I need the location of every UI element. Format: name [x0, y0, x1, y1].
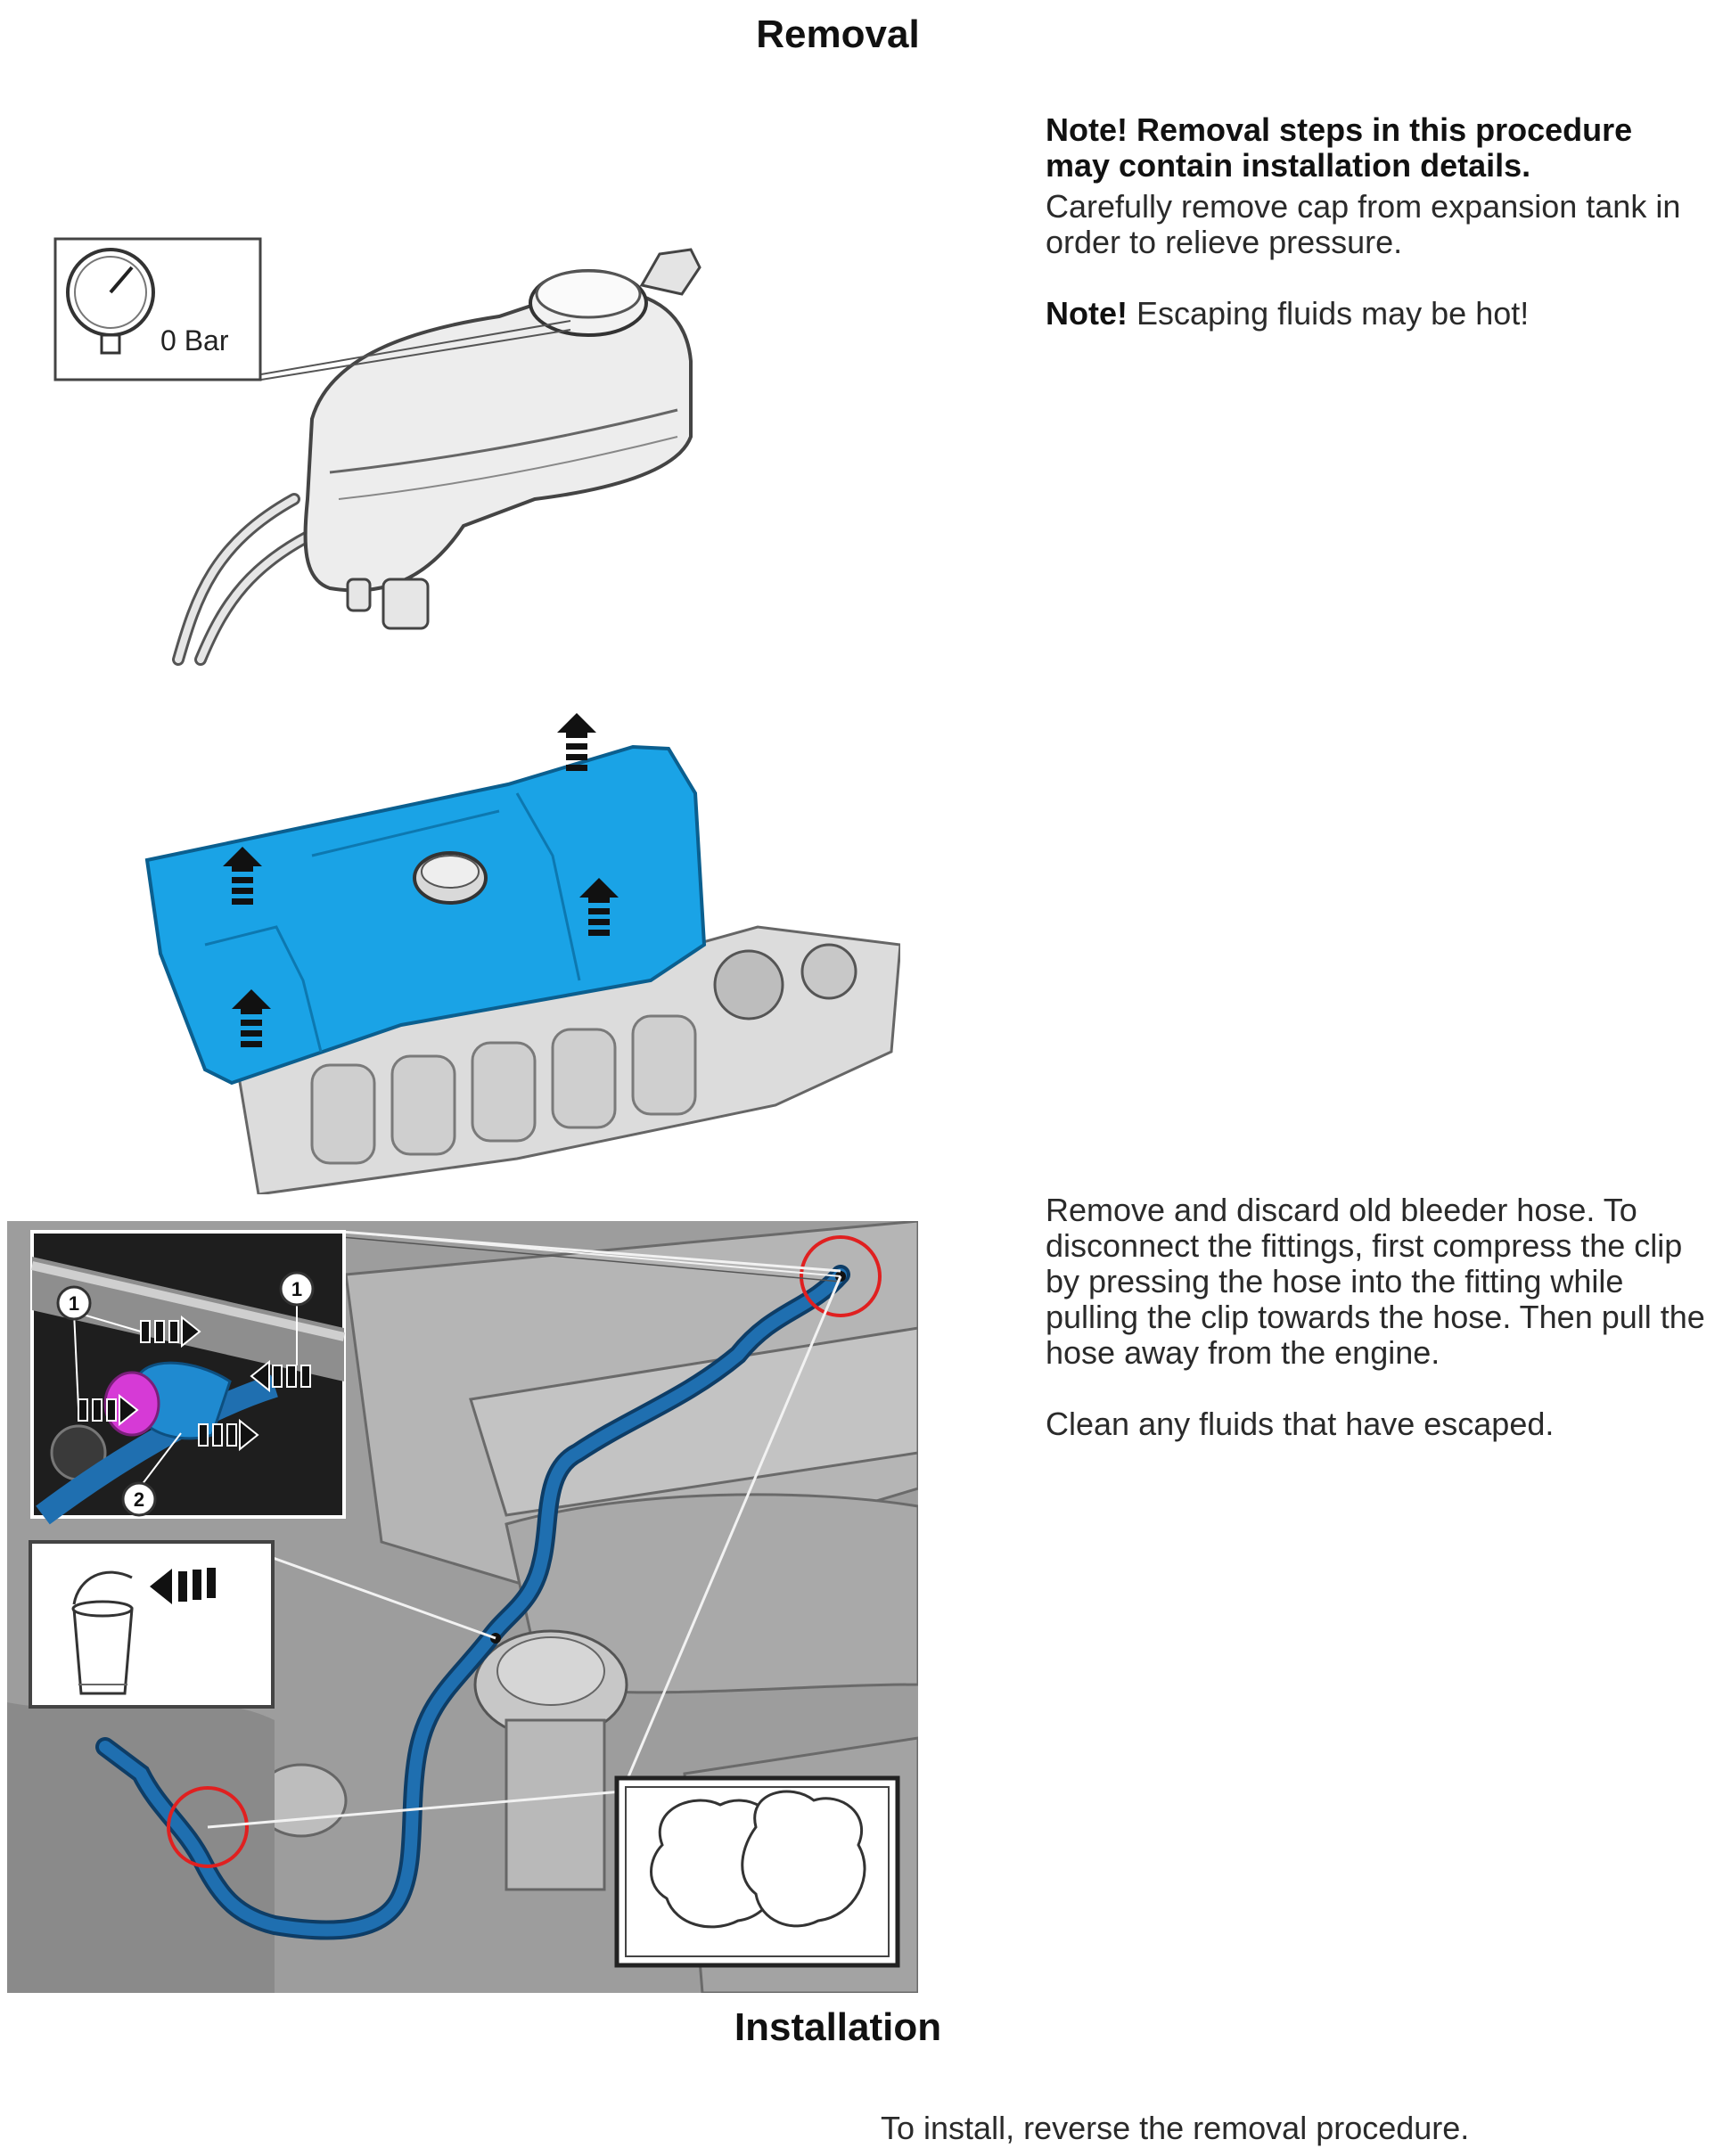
lift-arrow-icon [223, 847, 262, 905]
warning-label: Note! [1046, 295, 1128, 332]
cloth-icon [650, 1790, 866, 1929]
svg-text:2: 2 [134, 1488, 144, 1511]
expansion-tank-illustration: 0 Bar [53, 237, 702, 666]
callout-number-1-left: 1 [56, 1285, 92, 1321]
lower-fitting-circle [167, 1786, 249, 1868]
engine-cover [144, 744, 707, 1086]
lift-arrow-icon [557, 713, 596, 771]
step-3-text: Remove and discard old bleeder hose. To … [1046, 1193, 1710, 1442]
step-1-text: Note! Removal steps in this procedure ma… [1046, 112, 1705, 332]
engine-cover-illustration [144, 713, 900, 1194]
relieve-pressure-instruction: Carefully remove cap from expansion tank… [1046, 188, 1681, 260]
clean-fluids-note: Clean any fluids that have escaped. [1046, 1406, 1555, 1442]
callout-number-2: 2 [121, 1481, 157, 1517]
installation-heading: Installation [734, 2005, 942, 2049]
remove-hose-instruction: Remove and discard old bleeder hose. To … [1046, 1192, 1705, 1371]
bleeder-hose-illustration: 1 1 2 [7, 1221, 918, 1993]
svg-text:1: 1 [291, 1278, 302, 1300]
installation-instruction: To install, reverse the removal procedur… [881, 2110, 1470, 2146]
warning-text: Escaping fluids may be hot! [1128, 295, 1530, 332]
lift-arrow-icon [579, 878, 619, 936]
upper-fitting-circle [800, 1235, 882, 1317]
removal-note: Note! Removal steps in this procedure ma… [1046, 111, 1633, 184]
fitting-detail-inset: 1 1 2 [30, 1230, 346, 1525]
discard-arrow-icon [150, 1568, 216, 1604]
bleeder-hose [99, 1268, 847, 1937]
gauge-reading: 0 Bar [160, 324, 229, 357]
lift-arrow-icon [232, 989, 271, 1047]
svg-text:1: 1 [69, 1292, 79, 1315]
removal-heading: Removal [756, 12, 920, 56]
trash-bin-icon [71, 1570, 134, 1695]
cleaning-cloth-inset [614, 1775, 900, 1968]
hot-fluid-warning: Note! Escaping fluids may be hot! [1046, 296, 1705, 332]
discard-inset [29, 1540, 275, 1709]
callout-number-1-right: 1 [279, 1271, 315, 1307]
